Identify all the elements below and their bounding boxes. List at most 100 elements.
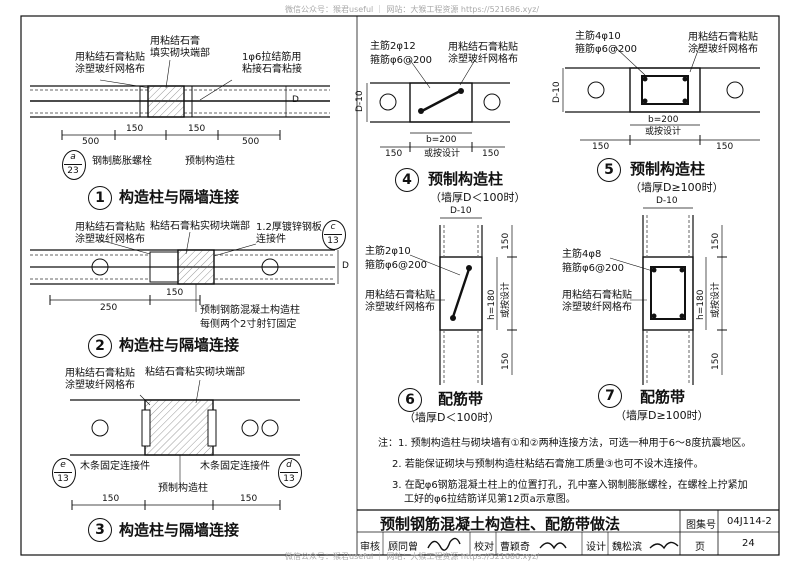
note-2: 2. 若能保证砌块与预制构造柱粘结石膏施工质量③也可不设木连接件。 <box>392 459 704 470</box>
d4-dim-150a: 150 <box>385 149 403 159</box>
detail-6-section <box>409 217 517 385</box>
d3-mesh-label: 用粘结石膏粘贴 涂塑玻纤网格布 <box>65 368 135 391</box>
note-3: 3. 在配φ6钢筋混凝土柱上的位置打孔，孔中塞入钢制膨胀螺栓，在螺栓上拧紧加 <box>392 480 748 491</box>
d6-dim-150a: 150 <box>501 232 511 250</box>
d4-dim-D10: D-10 <box>355 90 365 112</box>
d1-mesh-label: 用粘结石膏粘贴 涂塑玻纤网格布 <box>75 52 145 75</box>
d7-dim-150a: 150 <box>711 232 721 250</box>
d2-plate-label: 1.2厚镀锌钢板 连接件 <box>256 222 322 245</box>
d7-dim-design: 或按设计 <box>711 281 721 318</box>
checker-name: 曹颖奇 <box>500 542 530 553</box>
d5-number: 5 <box>597 158 621 182</box>
d3-number: 3 <box>88 518 112 542</box>
d3-col-label: 预制构造柱 <box>158 483 208 494</box>
d5-subtitle: （墙厚D≥100时） <box>630 181 724 194</box>
d2-number: 2 <box>88 334 112 358</box>
d7-number: 7 <box>598 384 622 408</box>
d4-main-label: 主筋2φ12 <box>370 41 416 52</box>
d4-subtitle: （墙厚D＜100时） <box>430 191 526 204</box>
d1-dim-500b: 500 <box>242 137 260 147</box>
d7-dim-150b: 150 <box>711 352 721 370</box>
review-label: 审核 <box>360 542 380 553</box>
d7-stirrup-label: 箍筋φ6@200 <box>562 263 625 274</box>
d1-number: 1 <box>88 186 112 210</box>
d5-dim-design: 或按设计 <box>645 127 682 137</box>
d6-mesh-label: 用粘结石膏粘贴 涂塑玻纤网格布 <box>365 290 435 313</box>
page-label: 页 <box>695 542 705 553</box>
d2-col-label: 预制钢筋混凝土构造柱 <box>200 305 300 316</box>
d7-dim-h: h=180 <box>696 289 706 320</box>
d3-wood-left-label: 木条固定连接件 <box>80 461 150 472</box>
d3-dim-150b: 150 <box>240 494 258 504</box>
d4-stirrup-label: 箍筋φ6@200 <box>370 55 433 66</box>
d5-stirrup-label: 箍筋φ6@200 <box>575 44 638 55</box>
detail-2-plan <box>30 231 339 312</box>
d5-mesh-label: 用粘结石膏粘贴 涂塑玻纤网格布 <box>688 32 758 55</box>
d4-caption: 预制构造柱 <box>428 170 504 188</box>
design-label: 设计 <box>586 542 606 553</box>
detail-1-plan <box>30 59 330 140</box>
d2-fill-label: 粘结石膏粘实砌块端部 <box>150 221 250 232</box>
d6-dim-150b: 150 <box>501 352 511 370</box>
designer-name: 魏松滨 <box>612 542 642 553</box>
d3-caption: 构造柱与隔墙连接 <box>119 521 240 539</box>
d1-dim-150a: 150 <box>126 124 144 134</box>
d5-dim-150b: 150 <box>716 142 734 152</box>
d3-dim-150a: 150 <box>102 494 120 504</box>
d6-main-label: 主筋2φ10 <box>365 246 411 257</box>
d5-caption: 预制构造柱 <box>630 160 706 178</box>
watermark-bottom: 微信公众号：猴君useful ｜ 网站：大猴工程资源 https://52168… <box>285 552 540 561</box>
note-4: 工好的φ6拉结筋详见第12页a示意图。 <box>404 494 576 505</box>
d3-fill-label: 粘结石膏粘实砌块端部 <box>145 367 245 378</box>
detail-3-plan <box>70 379 300 510</box>
d6-dim-D10: D-10 <box>450 206 472 216</box>
d2-caption: 构造柱与隔墙连接 <box>119 336 240 354</box>
sheet-title: 预制钢筋混凝土构造柱、配筋带做法 <box>380 515 621 533</box>
d6-stirrup-label: 箍筋φ6@200 <box>365 260 428 271</box>
d1-bolt-label: 钢制膨胀螺栓 <box>92 156 152 167</box>
d1-dim-D: D <box>292 95 299 105</box>
d5-dim-D10: D-10 <box>552 81 562 103</box>
d7-dim-D10: D-10 <box>656 196 678 206</box>
d5-dim-150a: 150 <box>592 142 610 152</box>
d4-mesh-label: 用粘结石膏粘贴 涂塑玻纤网格布 <box>448 42 518 65</box>
d6-subtitle: （墙厚D＜100时） <box>404 411 500 424</box>
d1-col-label: 预制构造柱 <box>185 156 235 167</box>
d1-caption: 构造柱与隔墙连接 <box>119 188 240 206</box>
d7-subtitle: （墙厚D≥100时） <box>615 409 709 422</box>
d7-main-label: 主筋4φ8 <box>562 249 602 260</box>
d6-dim-h: h=180 <box>487 289 497 320</box>
d5-dim-b: b=200 <box>648 115 679 125</box>
d2-dim-D: D <box>342 261 349 271</box>
watermark-top: 微信公众号：猴君useful ｜ 网站：大猴工程资源 https://52168… <box>285 5 540 14</box>
d1-dim-500a: 500 <box>82 137 100 147</box>
atlas-number: 04J114-2 <box>727 516 772 527</box>
d2-dim-150: 150 <box>166 288 184 298</box>
reviewer-name: 顾同曾 <box>388 542 418 553</box>
page-number: 24 <box>742 538 755 549</box>
detail-5-section <box>562 44 760 145</box>
d3-wood-right-label: 木条固定连接件 <box>200 461 270 472</box>
d4-dim-design: 或按设计 <box>424 149 461 159</box>
d1-tie-label: 1φ6拉结筋用 粘接石膏粘接 <box>242 52 302 75</box>
d4-dim-b: b=200 <box>426 135 457 145</box>
d2-dim-250: 250 <box>100 303 118 313</box>
check-label: 校对 <box>474 542 494 553</box>
d4-number: 4 <box>395 168 419 192</box>
d5-main-label: 主筋4φ10 <box>575 31 621 42</box>
title-block-lines <box>356 509 779 555</box>
d6-dim-design: 或按设计 <box>501 281 511 318</box>
d4-dim-150b: 150 <box>482 149 500 159</box>
atlas-label: 图集号 <box>686 520 716 531</box>
d6-caption: 配筋带 <box>438 390 484 408</box>
detail-7-section <box>609 207 727 385</box>
detail-4-section <box>366 59 510 152</box>
d2-nail-label: 每侧两个2寸射钉固定 <box>200 319 297 330</box>
d7-mesh-label: 用粘结石膏粘贴 涂塑玻纤网格布 <box>562 290 632 313</box>
